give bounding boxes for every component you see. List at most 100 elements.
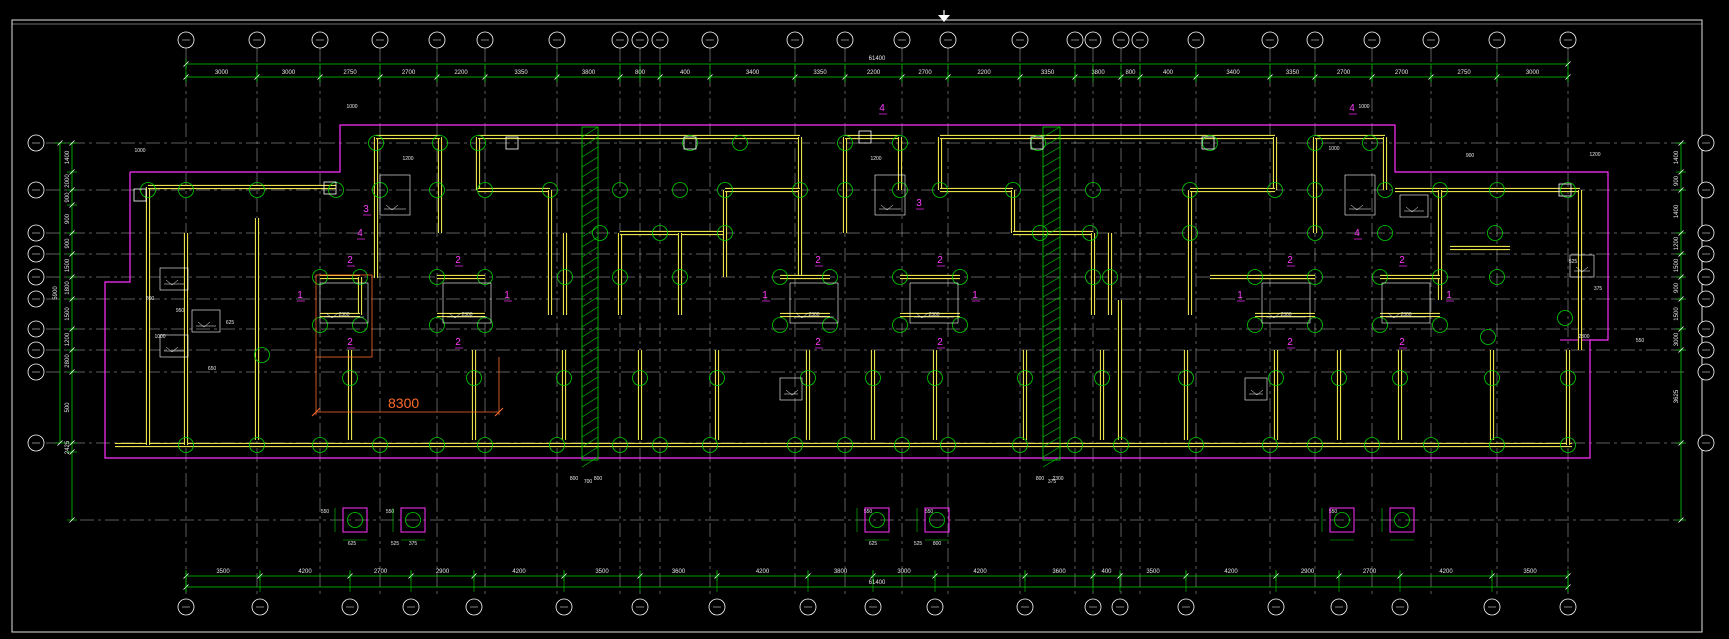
hatch-stroke <box>1042 416 1061 428</box>
column-circle <box>477 437 493 453</box>
dimension-text: 2750 <box>343 70 357 76</box>
column-box <box>683 136 697 150</box>
column-circle <box>352 317 368 333</box>
detail-mark <box>1575 266 1589 273</box>
hatch-stroke <box>581 216 599 228</box>
column-circle <box>892 135 908 151</box>
column-circle <box>1262 437 1278 453</box>
footing-pile <box>1394 512 1410 528</box>
dimension-tick-mark <box>1678 187 1684 193</box>
column-circle <box>254 347 270 363</box>
column-circle <box>1178 370 1194 386</box>
drawing-frame <box>11 19 1703 633</box>
column-circle <box>787 437 803 453</box>
hatch-stroke <box>1042 306 1061 318</box>
annotation-number: 625 <box>869 541 878 547</box>
dimension-text: 2700 <box>1395 70 1409 76</box>
column-circle <box>892 269 908 285</box>
annotation-number: 800 <box>594 476 603 482</box>
column-circle <box>1480 329 1496 345</box>
hatch-stroke <box>581 176 599 188</box>
column-circle <box>1392 370 1408 386</box>
column-circle <box>429 317 445 333</box>
dimension-text: 3400 <box>1226 70 1240 76</box>
column-circle <box>1017 370 1033 386</box>
annotation-number: 2300 <box>1400 312 1411 318</box>
column-circle <box>429 269 445 285</box>
column-circle <box>466 370 482 386</box>
hatch-stroke <box>1042 336 1061 348</box>
dimension-text: 3500 <box>1523 569 1537 575</box>
dimension-text: 3500 <box>216 569 230 575</box>
dimension-text: 2900 <box>1301 569 1315 575</box>
expansion-joint-hatches <box>581 126 1061 468</box>
hatch-stroke <box>581 136 599 148</box>
footing-pile <box>347 512 363 528</box>
annotation-number: 2300 <box>461 312 472 318</box>
column-box <box>858 130 872 144</box>
dimension-tick-mark <box>69 202 75 208</box>
dimension-text: 1200 <box>65 332 71 346</box>
dimension-text: 2200 <box>977 70 991 76</box>
column-circle <box>1085 182 1101 198</box>
detail-box <box>442 282 492 324</box>
hatch-stroke <box>1042 396 1061 408</box>
dimension-text: 3600 <box>1052 569 1066 575</box>
hatch-stroke <box>581 286 599 298</box>
annotation-number: 2300 <box>1578 334 1589 340</box>
dimension-text: 4200 <box>1439 569 1453 575</box>
column-circle <box>1182 225 1198 241</box>
room-label: 4 <box>879 103 885 114</box>
hatch-stroke <box>1042 426 1061 438</box>
annotation-number: 700 <box>584 479 593 485</box>
column-circle <box>682 135 698 151</box>
hatch-stroke <box>581 236 599 248</box>
column-circle <box>542 182 558 198</box>
annotation-number: 550 <box>925 509 934 515</box>
room-label: 2 <box>1399 337 1405 348</box>
column-circle <box>178 182 194 198</box>
hatch-stroke <box>1042 206 1061 218</box>
room-label: 4 <box>357 228 363 239</box>
column-circle <box>652 225 668 241</box>
dimension-total-text: 61400 <box>869 580 886 586</box>
column-circle <box>932 182 948 198</box>
hatch-stroke <box>581 356 599 368</box>
detail-box <box>874 174 906 216</box>
column-circle <box>1188 437 1204 453</box>
detail-box <box>779 377 803 401</box>
column-circle <box>556 370 572 386</box>
room-label: 2 <box>815 255 821 266</box>
room-label: 1 <box>297 290 303 301</box>
dimension-text: 2700 <box>402 70 416 76</box>
column-circle <box>892 182 908 198</box>
footing-box <box>924 507 950 533</box>
detail-mark <box>795 312 809 319</box>
column-circle <box>1364 437 1380 453</box>
column-circle <box>1094 370 1110 386</box>
dimension-text: 1400 <box>1674 204 1680 218</box>
column-circle <box>1202 135 1218 151</box>
column-box <box>133 188 147 202</box>
column-markers <box>133 130 1576 453</box>
column-circle <box>477 182 493 198</box>
dimension-text: 2700 <box>1337 70 1351 76</box>
dimension-total-text: 61400 <box>869 56 886 62</box>
column-circle <box>372 437 388 453</box>
hatch-border <box>1042 126 1061 461</box>
dimension-text: 2700 <box>374 569 388 575</box>
dimension-text: 3000 <box>215 70 229 76</box>
dimension-text: 1500 <box>65 307 71 321</box>
hatch-stroke <box>581 376 599 388</box>
dimension-tick-mark <box>69 230 75 236</box>
detail-box <box>191 309 221 333</box>
dimension-text: 2700 <box>918 70 932 76</box>
annotation-number: 1200 <box>870 156 881 162</box>
dimension-text: 4200 <box>512 569 526 575</box>
column-circle <box>1113 437 1129 453</box>
column-circle <box>732 135 748 151</box>
hatch-stroke <box>581 426 599 438</box>
column-circle <box>312 437 328 453</box>
